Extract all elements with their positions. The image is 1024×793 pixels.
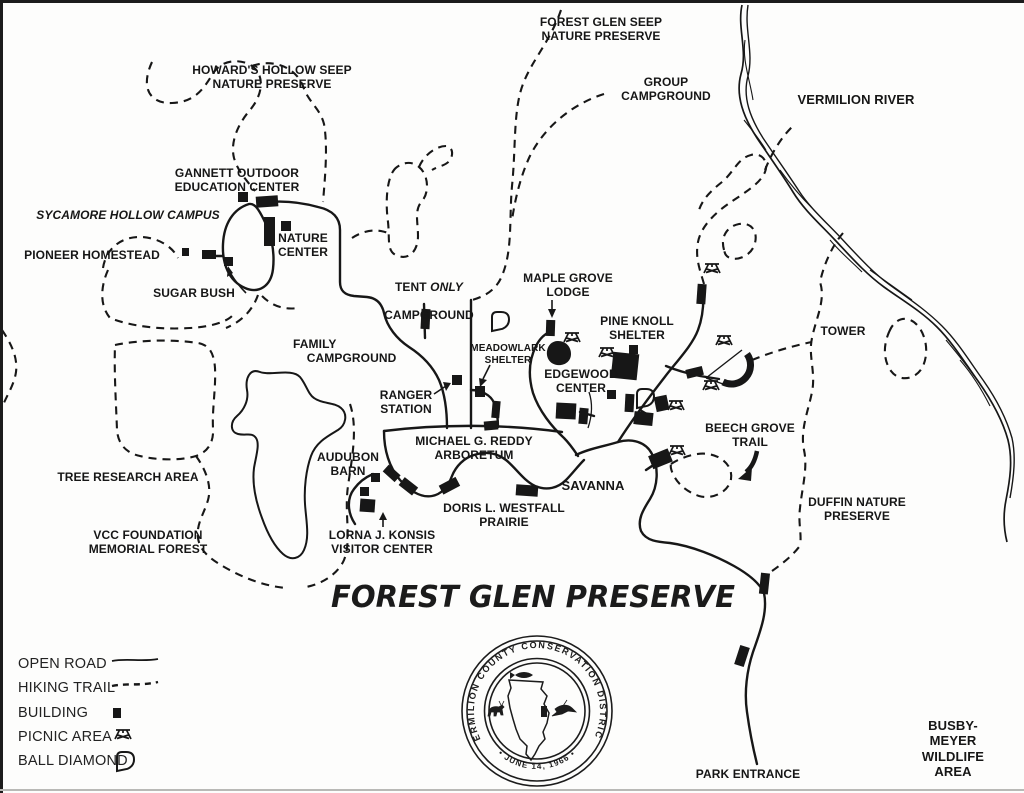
legend-row-hiking-trail: HIKING TRAIL <box>18 677 178 701</box>
tent-only-word: ONLY <box>430 280 464 295</box>
picnic-table-icon <box>114 729 132 740</box>
label-meadowlark-shelter: MEADOWLARK SHELTER <box>470 343 546 366</box>
legend-ball-diamond-label: BALL DIAMOND <box>18 753 128 770</box>
label-busby-meyer-wildlife: BUSBY-MEYER WILDLIFE AREA <box>921 718 985 779</box>
label-nature-center: NATURE CENTER <box>278 231 328 260</box>
deer-icon <box>487 700 505 717</box>
lake-outline <box>230 370 347 560</box>
legend-row-ball-diamond: BALL DIAMOND <box>18 750 178 774</box>
label-family-campground: FAMILY CAMPGROUND <box>293 337 397 366</box>
label-duffin-nature-preserve: DUFFIN NATURE PRESERVE <box>808 495 906 524</box>
label-sugar-bush: SUGAR BUSH <box>153 286 235 300</box>
tent-line2: CAMPGROUND <box>384 308 474 323</box>
label-pine-knoll-shelter: PINE KNOLL SHELTER <box>600 314 674 343</box>
hiking-trail-dashes-icon <box>111 681 159 688</box>
label-edgewood-center: EDGEWOOD CENTER <box>544 367 618 396</box>
label-konsis-visitor-center: LORNA J. KONSIS VISITOR CENTER <box>328 528 436 557</box>
label-park-entrance: PARK ENTRANCE <box>695 767 801 781</box>
vermilion-river-lines <box>738 4 1015 543</box>
label-vcc-memorial-forest: VCC FOUNDATION MEMORIAL FOREST <box>88 528 208 557</box>
legend-row-open-road: OPEN ROAD <box>18 653 178 677</box>
label-pioneer-homestead: PIONEER HOMESTEAD <box>24 248 160 262</box>
label-westfall-prairie: DORIS L. WESTFALL PRAIRIE <box>443 501 565 530</box>
legend-open-road-label: OPEN ROAD <box>18 656 107 672</box>
fish-icon <box>510 672 533 679</box>
seal-ring-text: VERMILION COUNTY CONSERVATION DISTRICT <box>457 631 608 743</box>
label-sycamore-hollow: SYCAMORE HOLLOW CAMPUS <box>36 208 220 222</box>
conservation-district-seal: VERMILION COUNTY CONSERVATION DISTRICT •… <box>457 631 613 787</box>
scan-edge-top <box>0 0 1024 3</box>
label-arrows <box>227 266 760 527</box>
scan-edge-left <box>0 0 3 793</box>
label-tent-only-campground: TENT ONLY CAMPGROUND <box>384 266 474 337</box>
edgewood-callout-line <box>587 391 593 429</box>
legend-picnic-area-label: PICNIC AREA <box>18 728 113 745</box>
label-audubon-barn: AUDUBON BARN <box>316 450 380 479</box>
vermilion-county-marker-icon <box>541 706 547 717</box>
map-title: FOREST GLEN PRESERVE <box>331 580 735 615</box>
label-tower: TOWER <box>820 324 866 338</box>
label-ranger-station: RANGER STATION <box>379 388 433 417</box>
label-howards-hollow: HOWARD'S HOLLOW SEEP NATURE PRESERVE <box>192 63 352 92</box>
label-group-campground: GROUP CAMPGROUND <box>621 75 711 104</box>
pheasant-icon <box>551 699 578 717</box>
legend-hiking-trail-label: HIKING TRAIL <box>18 680 116 697</box>
legend-row-building: BUILDING <box>18 702 178 726</box>
building-square-icon <box>113 707 121 718</box>
buildings <box>182 192 771 668</box>
open-road-line-icon <box>111 658 159 662</box>
ball-diamond-icon <box>116 751 135 773</box>
hiking-trails <box>1 9 928 590</box>
label-reddy-arboretum: MICHAEL G. REDDY ARBORETUM <box>415 434 533 463</box>
label-savanna: SAVANNA <box>561 478 625 493</box>
label-maple-grove-lodge: MAPLE GROVE LODGE <box>523 271 613 300</box>
label-beech-grove-trail: BEECH GROVE TRAIL <box>705 421 795 450</box>
label-tree-research-area: TREE RESEARCH AREA <box>57 470 199 484</box>
legend-building-label: BUILDING <box>18 704 89 721</box>
legend: OPEN ROAD HIKING TRAIL BUILDING PICNIC A… <box>18 653 178 774</box>
illinois-outline-icon <box>507 679 550 762</box>
scan-edge-bottom <box>0 789 1024 791</box>
maple-grove-pond <box>546 341 571 366</box>
label-vermilion-river: VERMILION RIVER <box>797 92 915 107</box>
tent-word: TENT <box>394 280 427 295</box>
label-gannett: GANNETT OUTDOOR EDUCATION CENTER <box>174 166 300 195</box>
legend-row-picnic-area: PICNIC AREA <box>18 726 178 750</box>
label-forest-glen-seep: FOREST GLEN SEEP NATURE PRESERVE <box>539 15 663 44</box>
